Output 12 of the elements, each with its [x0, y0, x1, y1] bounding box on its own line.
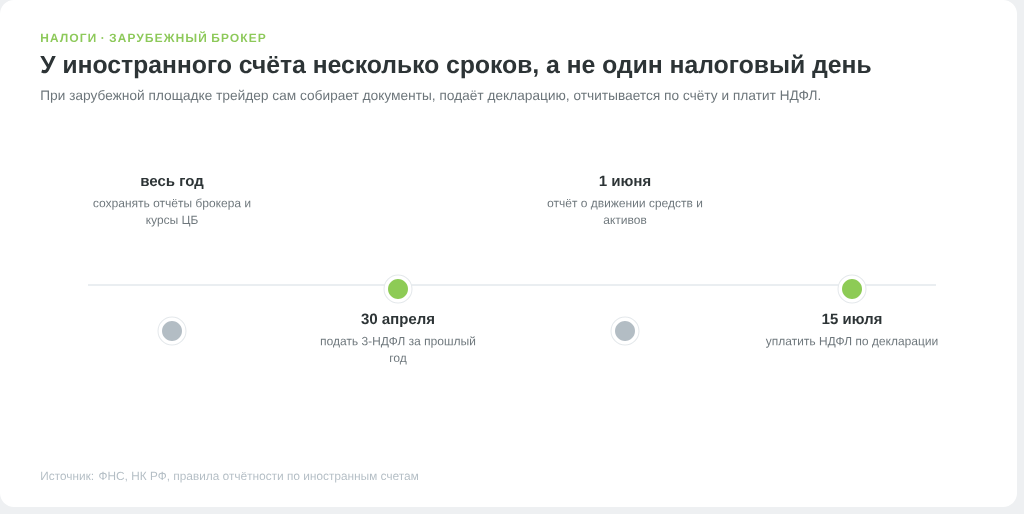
- title: У иностранного счёта несколько сроков, а не один налоговый день: [40, 54, 871, 79]
- subtitle: При зарубежной площадке трейдер сам собирает документы, подаёт декларацию, отчитывается по счёту и платит НДФЛ.: [41, 89, 821, 103]
- date-heading: весь год: [141, 177, 204, 189]
- date-heading: 1 июня: [599, 175, 651, 187]
- section-label: НАЛОГИ · ЗАРУБЕЖНЫЙ БРОКЕР: [41, 31, 266, 43]
- step-description: сохранять отчёты брокера и курсы ЦБ: [93, 198, 251, 227]
- step-description: подать 3-НДФЛ за прошлый год: [320, 336, 476, 365]
- date-heading: 30 апреля: [361, 313, 434, 328]
- date-heading: 15 июля: [822, 313, 882, 325]
- source-note: Источник: ФНС, НК РФ, правила отчётности по иностранным счетам: [41, 471, 418, 483]
- step-description: уплатить НДФЛ по декларации: [765, 336, 938, 348]
- step-description: отчёт о движении средств и активов: [547, 199, 703, 225]
